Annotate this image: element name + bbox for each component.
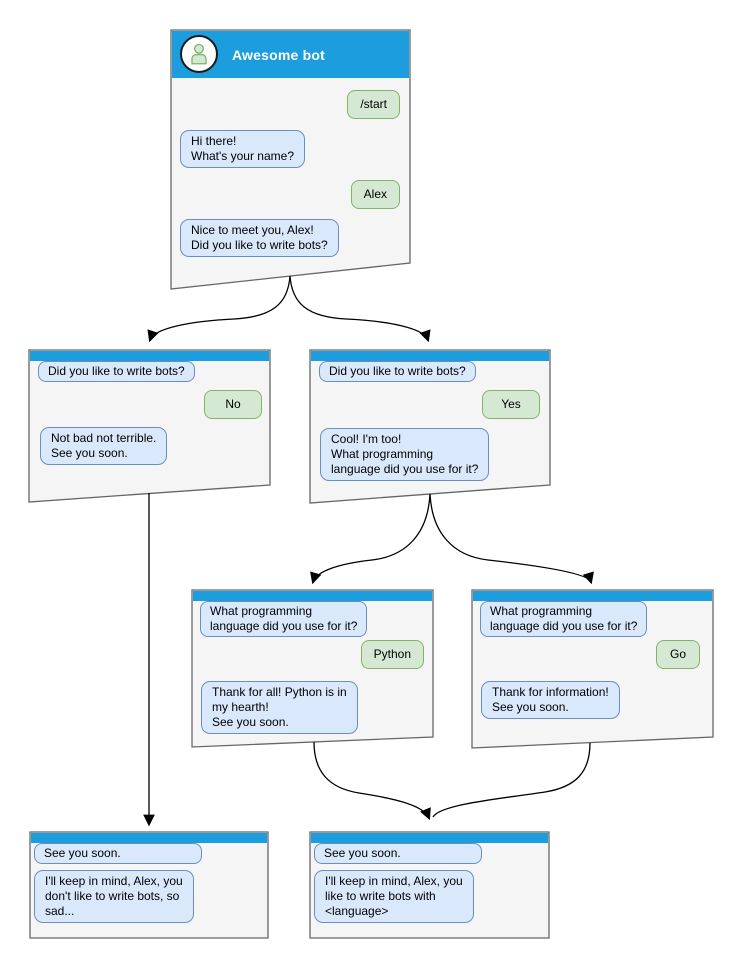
bot-message-bubble[interactable]: See you soon. xyxy=(34,843,202,864)
bot-message-bubble[interactable]: Thank for information! See you soon. xyxy=(481,681,620,719)
edge-branch-yes-to-go[interactable] xyxy=(429,493,594,585)
bot-message-bubble[interactable]: Not bad not terrible. See you soon. xyxy=(40,427,168,465)
edge-main-to-branch-no[interactable] xyxy=(147,275,291,343)
bot-avatar xyxy=(180,35,218,73)
edge-main-to-branch-yes[interactable] xyxy=(289,275,431,343)
main-window-title: Awesome bot xyxy=(232,46,325,63)
bot-message-bubble[interactable]: What programming language did you use fo… xyxy=(480,601,648,637)
bot-message-bubble[interactable]: I'll keep in mind, Alex, you don't like … xyxy=(34,870,194,923)
user-message-bubble[interactable]: Go xyxy=(656,640,700,669)
branch-python-titlebar[interactable] xyxy=(193,591,432,601)
user-message-bubble[interactable]: Python xyxy=(360,640,424,669)
person-icon xyxy=(191,43,207,65)
user-message-bubble[interactable]: Alex xyxy=(350,180,400,209)
bot-message-bubble[interactable]: See you soon. xyxy=(314,843,482,864)
user-message-bubble[interactable]: Yes xyxy=(482,390,540,419)
bot-message-bubble[interactable]: Cool! I'm too! What programming language… xyxy=(320,428,490,481)
bot-message-bubble[interactable]: Hi there! What's your name? xyxy=(180,130,306,168)
edge-branch-yes-to-python[interactable] xyxy=(310,493,431,585)
branch-no-titlebar[interactable] xyxy=(30,351,269,361)
main-window-titlebar[interactable]: Awesome bot xyxy=(172,31,409,78)
branch-go-titlebar[interactable] xyxy=(473,591,712,601)
bot-message-bubble[interactable]: Nice to meet you, Alex! Did you like to … xyxy=(180,219,339,257)
bot-message-bubble[interactable]: Did you like to write bots? xyxy=(38,361,195,382)
bot-message-bubble[interactable]: What programming language did you use fo… xyxy=(200,601,368,637)
bot-message-bubble[interactable]: I'll keep in mind, Alex, you like to wri… xyxy=(314,870,474,923)
user-message-bubble[interactable]: No xyxy=(204,390,262,419)
end-lang-titlebar[interactable] xyxy=(311,833,548,843)
bot-message-bubble[interactable]: Did you like to write bots? xyxy=(319,361,476,382)
branch-yes-titlebar[interactable] xyxy=(311,351,549,361)
edge-go-to-end-lang[interactable] xyxy=(432,742,591,818)
user-message-bubble[interactable]: /start xyxy=(347,90,400,119)
edge-python-to-end-lang[interactable] xyxy=(313,741,431,821)
bot-message-bubble[interactable]: Thank for all! Python is in my hearth! S… xyxy=(201,681,358,734)
end-no-titlebar[interactable] xyxy=(31,833,267,843)
